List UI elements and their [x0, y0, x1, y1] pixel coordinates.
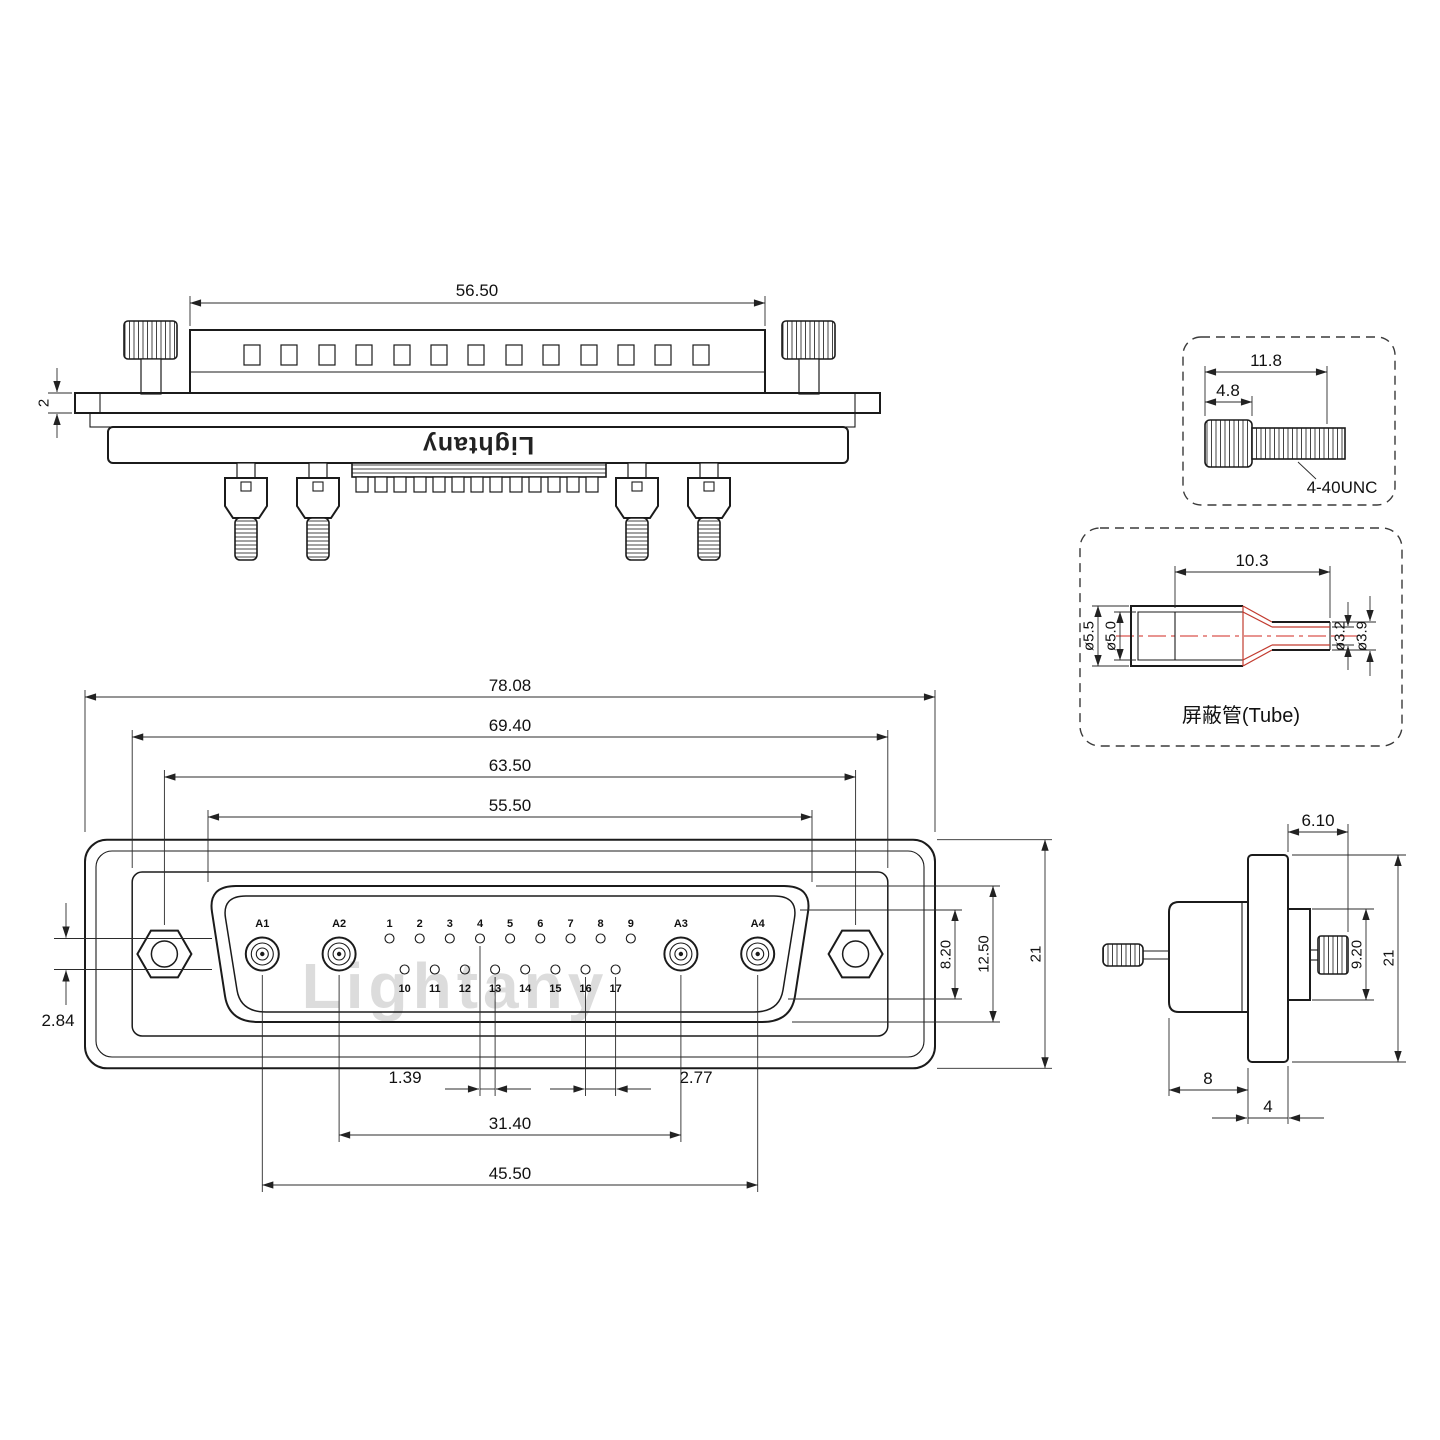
dim-flange-thickness: 2 — [36, 399, 53, 407]
crimp-barrel-side — [1102, 943, 1144, 967]
svg-text:4: 4 — [477, 918, 484, 930]
watermark: Lightany — [302, 950, 609, 1022]
svg-text:1: 1 — [386, 918, 392, 930]
crimp-contact-a4 — [687, 462, 731, 561]
dim-shell-width: 55.50 — [489, 796, 532, 815]
svg-text:10: 10 — [398, 983, 410, 995]
coax-pin-a1 — [244, 936, 280, 972]
jackscrew-nut-side — [1317, 935, 1349, 975]
svg-text:3: 3 — [447, 918, 453, 930]
dim-half-pitch: 1.39 — [388, 1068, 421, 1087]
crimp-contact-a1 — [224, 462, 268, 561]
dim-front-protrusion: 6.10 — [1301, 811, 1334, 830]
dim-a2-a3-span: 31.40 — [489, 1114, 532, 1133]
dim-tip-od: ø3.9 — [1354, 621, 1371, 651]
dim-shell-width: 56.50 — [456, 281, 499, 300]
screw-detail: 11.8 4.8 4-40UNC — [1182, 336, 1396, 506]
bezel-inner — [95, 850, 925, 1058]
front-shell-profile — [1287, 908, 1311, 1001]
flange-side — [74, 392, 881, 414]
dim-total-height: 21 — [1028, 946, 1045, 963]
bezel-outer — [84, 838, 936, 1070]
jackscrew-nut-right — [827, 929, 884, 979]
dim-screw-length: 11.8 — [1250, 351, 1282, 370]
dim-rear-depth: 8 — [1203, 1069, 1212, 1088]
pin-tails — [355, 476, 599, 493]
flange-profile — [1247, 854, 1289, 1063]
tube-outer — [1130, 605, 1243, 667]
dim-row-offset: 2.84 — [41, 1011, 74, 1030]
dim-tube-id: ø5.0 — [1103, 621, 1120, 651]
dim-tip-id: ø3.2 — [1332, 621, 1349, 651]
signal-pins-bottom-row — [399, 964, 621, 975]
dim-tube-od: ø5.5 — [1081, 621, 1098, 651]
detail-border — [1079, 527, 1403, 747]
svg-text:12: 12 — [459, 983, 471, 995]
signal-pins-top-row — [384, 933, 636, 944]
tube-detail: 10.3 ø5.5 ø5.0 ø3.2 ø3.9 屏蔽管(Tube) — [1079, 527, 1403, 747]
svg-text:A1: A1 — [255, 918, 269, 930]
coax-pin-a4 — [740, 936, 776, 972]
side-view: 6.10 9.20 21 8 4 — [1102, 811, 1406, 1124]
dim-side-total-height: 21 — [1381, 950, 1398, 967]
crimp-contact-a2 — [296, 462, 340, 561]
brand-marking: Lightany — [422, 431, 534, 459]
dim-shell-height: 12.50 — [976, 935, 993, 973]
tube-caption: 屏蔽管(Tube) — [1182, 704, 1300, 727]
svg-text:15: 15 — [549, 983, 561, 995]
dim-side-shell-height: 9.20 — [1349, 940, 1366, 969]
rear-body — [1168, 901, 1248, 1013]
top-view: 56.50 2 Lightany — [36, 281, 881, 561]
dim-insert-height: 8.20 — [938, 940, 955, 969]
dim-total-width: 78.08 — [489, 676, 532, 695]
jackscrew-nut-left — [136, 929, 193, 979]
dim-tube-length: 10.3 — [1235, 551, 1268, 570]
front-view: Lightany — [41, 676, 1052, 1192]
dim-body-width: 69.40 — [489, 716, 532, 735]
tube-bore — [1137, 611, 1243, 661]
dshell-insert — [224, 895, 796, 1013]
dim-side-flange-thickness: 4 — [1263, 1097, 1272, 1116]
svg-text:A3: A3 — [674, 918, 688, 930]
svg-text:6: 6 — [537, 918, 543, 930]
detail-border — [1182, 336, 1396, 506]
coax-pin-a3 — [663, 936, 699, 972]
svg-text:14: 14 — [519, 983, 532, 995]
svg-text:5: 5 — [507, 918, 513, 930]
dim-screw-span: 63.50 — [489, 756, 532, 775]
svg-text:2: 2 — [417, 918, 423, 930]
svg-text:A4: A4 — [751, 918, 766, 930]
jackscrew-shaft — [1309, 949, 1319, 961]
thumbscrew-left — [123, 320, 178, 395]
svg-text:7: 7 — [567, 918, 573, 930]
thumbscrew-right — [781, 320, 836, 395]
crimp-contact-a3 — [615, 462, 659, 561]
seal-outline — [131, 871, 889, 1037]
screw-thread — [1251, 427, 1346, 460]
svg-text:8: 8 — [598, 918, 604, 930]
dim-a1-a4-span: 45.50 — [489, 1164, 532, 1183]
thread-spec-label: 4-40UNC — [1307, 478, 1378, 497]
svg-text:11: 11 — [429, 983, 441, 995]
screw-head — [1204, 419, 1253, 468]
svg-text:A2: A2 — [332, 918, 346, 930]
dim-pitch: 2.77 — [679, 1068, 712, 1087]
coax-pin-a2 — [321, 936, 357, 972]
rear-insulator — [351, 462, 607, 478]
dim-screw-head: 4.8 — [1216, 381, 1240, 400]
gasket-side — [89, 412, 856, 428]
svg-text:9: 9 — [628, 918, 634, 930]
dshell-outer — [210, 885, 810, 1023]
contact-slots — [243, 344, 710, 366]
